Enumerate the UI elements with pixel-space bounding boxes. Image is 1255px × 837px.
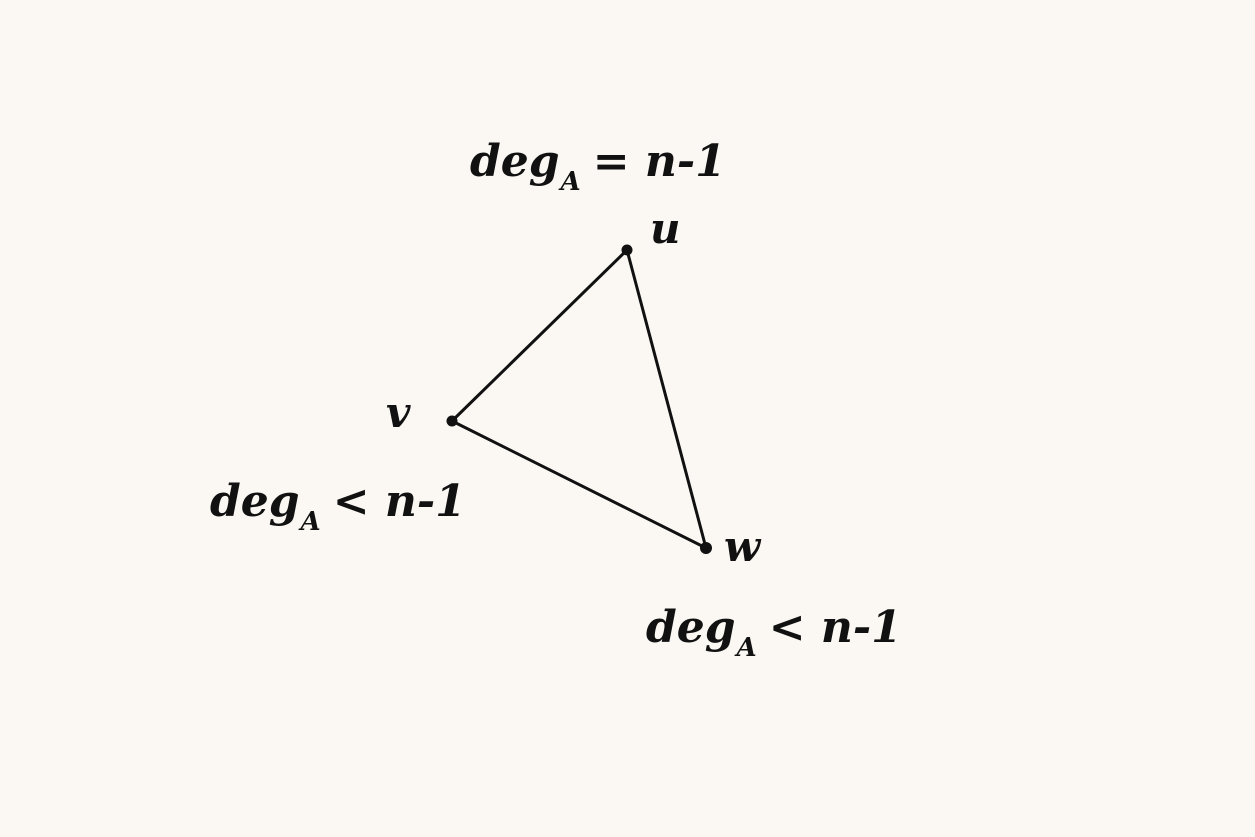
vertex-v-name: v — [386, 388, 411, 437]
vertex-w-degree-label: degA< n-1 — [646, 606, 902, 662]
deg-subscript: A — [736, 633, 757, 663]
deg-text: deg — [470, 136, 560, 187]
deg-text: deg — [210, 476, 300, 527]
vertex-v-degree-label: degA< n-1 — [210, 480, 466, 536]
deg-relation: < n-1 — [332, 476, 466, 527]
vertex-v-dot — [446, 415, 458, 427]
edge-v-w — [450, 419, 708, 550]
vertex-u-dot — [621, 244, 633, 256]
vertex-u-name: u — [650, 204, 681, 253]
vertex-w-dot — [700, 542, 712, 554]
vertex-u-degree-label: degA= n-1 — [470, 140, 726, 196]
deg-text: deg — [646, 602, 736, 653]
edge-u-w — [625, 248, 708, 550]
deg-subscript: A — [560, 167, 581, 197]
edge-u-v — [450, 248, 629, 423]
deg-relation: = n-1 — [592, 136, 726, 187]
vertex-w-name: w — [724, 522, 761, 571]
deg-relation: < n-1 — [768, 602, 902, 653]
deg-subscript: A — [300, 507, 321, 537]
